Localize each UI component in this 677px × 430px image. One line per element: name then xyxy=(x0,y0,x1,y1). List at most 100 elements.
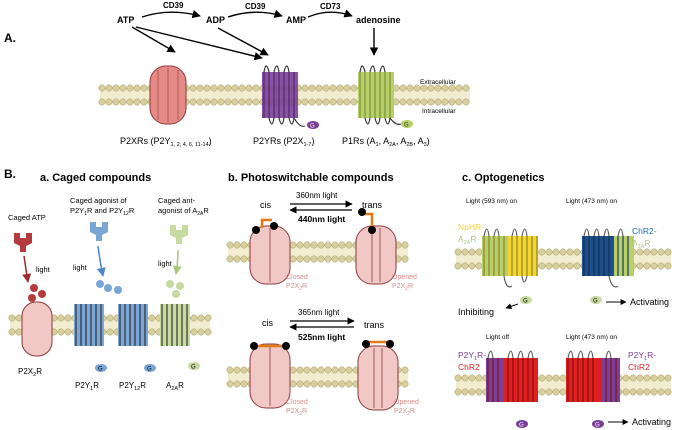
lipid-head xyxy=(289,366,297,374)
lipid-head xyxy=(468,262,476,270)
lipid-head xyxy=(322,98,330,106)
lipid-head xyxy=(324,380,332,388)
lipid-head xyxy=(310,241,318,249)
lipid-head xyxy=(98,98,106,106)
lipid-head xyxy=(324,366,332,374)
p2y-g-label: G xyxy=(310,124,315,130)
lipid-head xyxy=(322,84,330,92)
lipid-head xyxy=(308,84,316,92)
lipid-head xyxy=(664,374,672,382)
photo-light-back-1: 440nm light xyxy=(298,214,345,224)
lipid-head xyxy=(329,98,337,106)
lipid-head xyxy=(650,262,658,270)
caged-p2y1-receptor-icon xyxy=(74,304,104,346)
caged-p2x2-channel-icon xyxy=(21,301,53,357)
caged-p2y12-receptor-icon xyxy=(118,304,148,346)
lipid-head xyxy=(629,388,637,396)
lipid-head xyxy=(664,248,672,256)
enzyme-cd73: CD73 xyxy=(320,2,341,11)
lipid-head xyxy=(406,98,414,106)
caged-g-protein-icon xyxy=(144,364,156,372)
photo-trans-1: trans xyxy=(362,200,383,210)
label-p2yrs: P2YRs (P2X1-7) xyxy=(253,136,314,148)
opto-light-473-a: Light (473 nm) on xyxy=(566,198,617,205)
lipid-head xyxy=(196,84,204,92)
arrow-adp-amp xyxy=(227,9,283,18)
lipid-head xyxy=(301,84,309,92)
lipid-head xyxy=(345,255,353,263)
lipid-head xyxy=(119,98,127,106)
photo-opened-label-2b: P2X2R xyxy=(394,408,415,417)
lipid-head xyxy=(664,262,672,270)
caged-p2y1-label: P2Y1R xyxy=(75,381,99,392)
lipid-head xyxy=(643,388,651,396)
lipid-head xyxy=(324,241,332,249)
lipid-head xyxy=(559,248,567,256)
lipid-head xyxy=(455,98,463,106)
label-intracellular: Intracellular xyxy=(422,108,456,115)
lipid-head xyxy=(338,255,346,263)
lipid-head xyxy=(545,388,553,396)
label-p1rs: P1Rs (A1, A2A, A2B, A3) xyxy=(342,136,430,148)
lipid-head xyxy=(538,262,546,270)
caged-agonist-icon xyxy=(90,222,108,241)
opto-p2y-a-line1: P2Y1R- xyxy=(458,350,486,362)
lipid-head xyxy=(441,84,449,92)
lipid-head xyxy=(566,248,574,256)
lipid-head xyxy=(233,255,241,263)
antagonist-molecule xyxy=(172,290,180,298)
lipid-head xyxy=(210,98,218,106)
lipid-head xyxy=(226,380,234,388)
lipid-head xyxy=(350,84,358,92)
lipid-head xyxy=(224,98,232,106)
caged-atp-light-arrow xyxy=(22,255,32,283)
lipid-head xyxy=(545,248,553,256)
photo-cis-1: cis xyxy=(260,200,271,210)
lipid-head xyxy=(148,314,156,322)
lipid-head xyxy=(448,84,456,92)
lipid-head xyxy=(650,248,658,256)
opto-chr2-a2a-receptor-icon xyxy=(582,228,634,288)
opto-light-593: Light (593 nm) on xyxy=(466,198,517,205)
lipid-head xyxy=(345,241,353,249)
lipid-head xyxy=(552,388,560,396)
lipid-head xyxy=(636,388,644,396)
opto-nphr-line2: A2AR xyxy=(458,234,477,246)
caged-antagonist-light-label: light xyxy=(158,259,173,268)
lipid-head xyxy=(331,380,339,388)
lipid-head xyxy=(475,248,483,256)
lipid-head xyxy=(461,248,469,256)
lipid-head xyxy=(310,380,318,388)
lipid-head xyxy=(233,380,241,388)
arrow-atp-p2y xyxy=(135,26,263,61)
node-atp: ATP xyxy=(117,15,134,25)
opto-light-473-b: Light (473 nm) on xyxy=(566,334,617,341)
photo-closed-channel-2-icon xyxy=(249,342,291,409)
lipid-head xyxy=(296,255,304,263)
caged-antagonist-line2: agonist of A2AR xyxy=(158,206,209,217)
lipid-head xyxy=(650,388,658,396)
lipid-head xyxy=(303,380,311,388)
lipid-head xyxy=(468,248,476,256)
caged-title: a. Caged compounds xyxy=(40,172,151,184)
panel-b-label: B. xyxy=(4,167,16,181)
lipid-head xyxy=(140,98,148,106)
opto-activating-2: Activating xyxy=(632,417,671,427)
lipid-head xyxy=(106,328,114,336)
lipid-head xyxy=(559,388,567,396)
lipid-head xyxy=(538,248,546,256)
lipid-head xyxy=(240,241,248,249)
lipid-head xyxy=(629,374,637,382)
caged-atp-icon xyxy=(14,233,32,252)
lipid-head xyxy=(461,388,469,396)
lipid-head xyxy=(468,388,476,396)
lipid-head xyxy=(413,84,421,92)
lipid-head xyxy=(303,255,311,263)
lipid-head xyxy=(538,388,546,396)
opto-g3: G xyxy=(519,423,524,429)
photo-opened-label-2a: Opened xyxy=(394,399,419,406)
lipid-head xyxy=(203,84,211,92)
lipid-head xyxy=(296,380,304,388)
photo-title: b. Photoswitchable compounds xyxy=(228,172,394,184)
lipid-head xyxy=(643,374,651,382)
